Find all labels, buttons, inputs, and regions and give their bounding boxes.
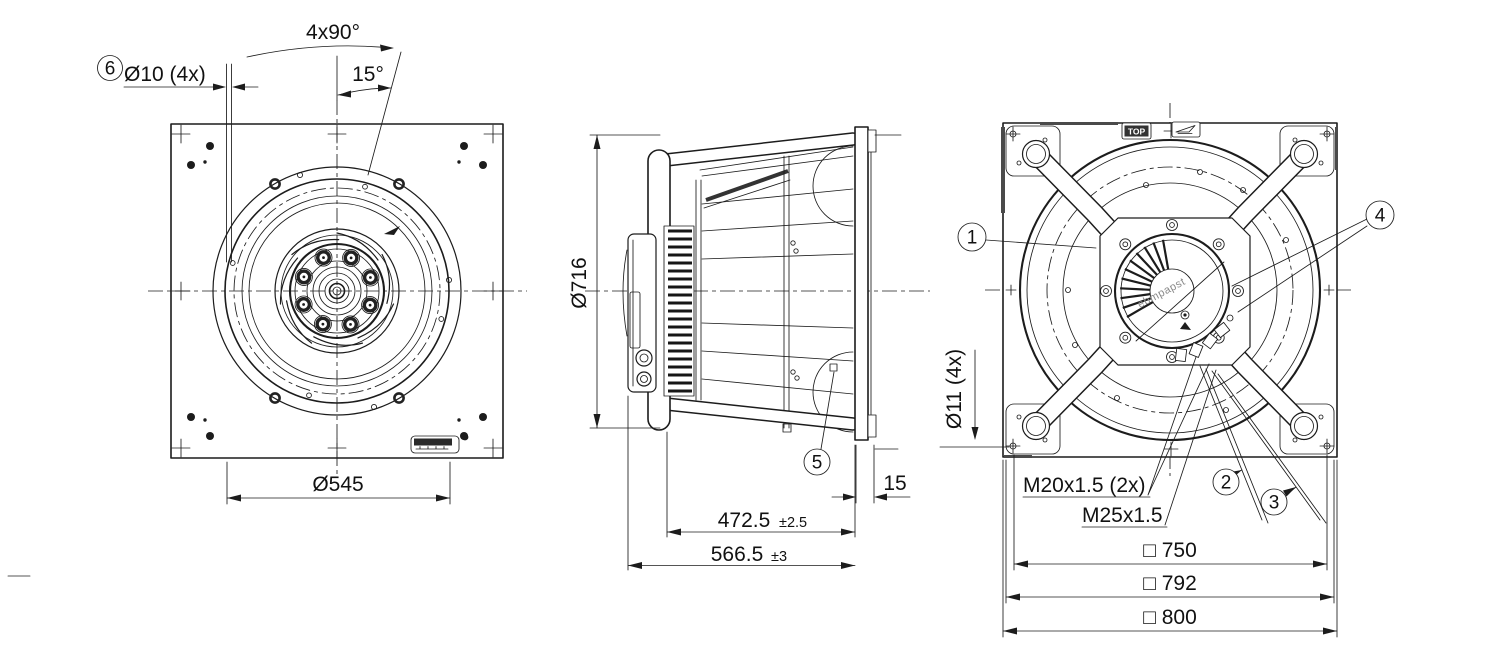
balloon-1-label: 1 — [967, 228, 978, 249]
balloon-5-group: 5 — [803, 363, 838, 476]
front-impeller-blades — [279, 232, 395, 346]
side-total-depth-label: 566.5 — [711, 543, 764, 566]
top-marker-icon: TOP — [1121, 122, 1152, 140]
side-blade-arcs — [812, 145, 854, 433]
front-mounting-plate — [170, 123, 504, 459]
rear-hole-label: Ø11 (4x) — [943, 349, 966, 429]
front-dim-545: Ø545 — [226, 461, 451, 505]
gland-label-m20: M20x1.5 (2x) — [1023, 474, 1146, 497]
side-depth-label: 472.5 — [718, 509, 771, 532]
balloon-4-label: 4 — [1375, 206, 1386, 227]
side-strut-tubes — [659, 132, 860, 431]
rear-plate-edge-shading — [1001, 122, 1338, 458]
side-plate-thickness-label: 15 — [883, 472, 906, 495]
front-view: Ø545 6 Ø10 (4x) 4x90° 15° — [97, 21, 527, 505]
side-impeller-cone — [699, 146, 854, 431]
balloon-3-group: 3 — [1211, 370, 1327, 524]
front-dim-angles: 4x90° 15° — [246, 21, 402, 176]
front-plate-hole-markers — [171, 124, 503, 458]
side-mounting-plate — [854, 126, 902, 450]
side-total-depth-tolerance: ±3 — [771, 549, 787, 565]
gland-label-m25: M25x1.5 — [1082, 504, 1163, 527]
side-dim-472: 472.5 ±2.5 — [666, 431, 856, 538]
side-motor-flange — [695, 179, 702, 401]
airflow-direction-icon — [1171, 121, 1201, 138]
side-dim-566: 566.5 ±3 — [627, 395, 856, 571]
balloon-4-group: 4 — [1231, 200, 1395, 313]
side-heatsink — [663, 225, 695, 397]
side-cable-gland-icon — [635, 349, 653, 367]
balloon-2-group: 2 — [1199, 365, 1269, 524]
rear-dim-750: □ 750 — [1013, 454, 1328, 571]
rear-pad-details — [1005, 123, 1335, 457]
motor-cooling-fins — [1120, 239, 1170, 318]
balloon-1-group: 1 — [957, 222, 1097, 252]
front-angle-label: 15° — [352, 63, 384, 86]
front-ring-screws — [229, 171, 453, 411]
front-hole-label: Ø10 (4x) — [124, 63, 206, 86]
rear-dim-800: □ 800 — [1002, 459, 1338, 638]
front-angle-pattern-label: 4x90° — [306, 21, 360, 44]
side-rib — [782, 155, 800, 433]
front-motor-hub — [288, 242, 386, 340]
side-dim-716: Ø716 — [568, 134, 661, 429]
side-dim-15: 15 — [831, 444, 911, 504]
side-view: 5 Ø716 472.5 ±2.5 566.5 ±3 — [568, 126, 930, 571]
rear-motor: ebmpapst — [1100, 219, 1244, 363]
rear-gland-labels: M20x1.5 (2x) M25x1.5 — [1022, 356, 1217, 528]
top-marker-label: TOP — [1128, 127, 1146, 137]
side-diameter-label: Ø716 — [568, 257, 591, 308]
balloon-3 — [1260, 488, 1288, 516]
motor-face-chord — [1135, 261, 1225, 342]
front-hub-bolts — [294, 248, 380, 334]
front-dim-hole: 6 Ø10 (4x) — [97, 55, 259, 263]
balloon-5 — [803, 448, 831, 476]
side-electronics-box — [622, 233, 657, 393]
balloon-1 — [957, 222, 987, 252]
nameplate-logo — [410, 433, 469, 454]
balloon-2-label: 2 — [1221, 473, 1232, 494]
rear-dim-792: □ 792 — [1005, 459, 1335, 604]
balloon-5-label: 5 — [812, 453, 823, 474]
cable-glands — [1174, 314, 1234, 362]
balloon-3-label: 3 — [1269, 493, 1280, 514]
balloon-2 — [1212, 468, 1240, 496]
balloon-6 — [97, 55, 123, 81]
motor-mount-bolts — [1100, 219, 1244, 363]
square-750-label: □ 750 — [1143, 539, 1197, 562]
side-depth-tolerance: ±2.5 — [779, 515, 807, 531]
balloon-4 — [1365, 200, 1395, 230]
rotation-direction-arrow — [384, 226, 400, 235]
balloon-6-label: 6 — [105, 59, 116, 80]
square-792-label: □ 792 — [1143, 572, 1197, 595]
square-800-label: □ 800 — [1143, 606, 1197, 629]
rear-view: TOP ebmpapst — [939, 103, 1395, 638]
front-impeller-circles — [212, 166, 462, 416]
rear-dim-hole11: Ø11 (4x) — [939, 349, 1010, 448]
front-diameter-label: Ø545 — [312, 473, 363, 496]
